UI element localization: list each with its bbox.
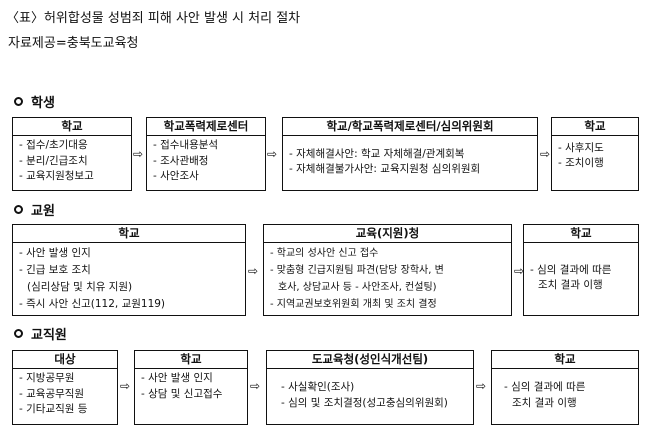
step-line: (심리상담 및 치유 지원) <box>27 281 133 293</box>
step-line: - 자체해결불가사안: 교육지원청 심의위원회 <box>289 163 481 175</box>
step-line: - 사안 발생 인지 <box>141 372 213 384</box>
step-box-staff-target: 대상 - 지방공무원 - 교육공무직원 - 기타교직원 등 <box>12 350 118 425</box>
step-line: - 접수내용분석 <box>153 139 219 151</box>
step-title: 학교 <box>13 118 131 136</box>
step-box-staff-school: 학교 - 사안 발생 인지 - 상담 및 신고접수 <box>134 350 248 425</box>
circle-bullet-icon <box>14 329 23 338</box>
step-line: - 자체해결사안: 학교 자체해결/관계회복 <box>289 147 465 160</box>
step-line: - 사실확인(조사) <box>281 381 355 393</box>
step-box-staff-provincial-office: 도교육청(성인식개선팀) - 사실확인(조사) - 심의 및 조치결정(성고충심… <box>266 350 474 425</box>
step-line: - 조사관배정 <box>153 154 209 167</box>
page-title: 〈표〉허위합성물 성범죄 피해 사안 발생 시 처리 절차 <box>6 11 301 26</box>
step-title: 대상 <box>13 351 117 369</box>
section-heading-teacher: 교원 <box>14 200 55 219</box>
step-box-teacher-followup: 학교 - 심의 결과에 따른 조치 결과 이행 <box>523 224 639 316</box>
step-title: 도교육청(성인식개선팀) <box>267 351 473 369</box>
step-line: - 조치이행 <box>558 157 604 169</box>
step-line: - 심의 결과에 따른 <box>530 263 612 276</box>
arrow-right-icon: ⇨ <box>248 264 259 278</box>
step-line: - 접수/초기대응 <box>19 139 88 151</box>
step-title: 학교 <box>13 225 245 243</box>
step-line: 조치 결과 이행 <box>512 396 577 409</box>
step-title: 학교폭력제로센터 <box>147 118 265 136</box>
step-line: - 분리/긴급조치 <box>19 154 88 167</box>
step-title: 교육(지원)청 <box>264 225 511 243</box>
arrow-right-icon: ⇨ <box>250 379 261 393</box>
step-line: - 교육지원청보고 <box>19 170 94 182</box>
step-line: 조치 결과 이행 <box>538 279 603 291</box>
section-heading-student: 학생 <box>14 92 55 111</box>
step-line: - 기타교직원 등 <box>19 403 88 415</box>
step-line: - 사안조사 <box>153 170 199 182</box>
section-heading-staff: 교직원 <box>14 324 67 343</box>
arrow-right-icon: ⇨ <box>476 379 487 393</box>
arrow-right-icon: ⇨ <box>120 379 131 393</box>
arrow-right-icon: ⇨ <box>133 147 144 161</box>
step-box-student-zero-center: 학교폭력제로센터 - 접수내용분석 - 조사관배정 - 사안조사 <box>146 117 266 191</box>
step-line: - 심의 및 조치결정(성고충심의위원회) <box>281 396 448 409</box>
step-box-student-followup: 학교 - 사후지도 - 조치이행 <box>551 117 639 191</box>
step-title: 학교 <box>524 225 638 243</box>
section-label: 교원 <box>31 204 55 219</box>
step-box-staff-followup: 학교 - 심의 결과에 따른 조치 결과 이행 <box>491 350 639 425</box>
circle-bullet-icon <box>14 205 23 214</box>
source-credit: 자료제공=충북도교육청 <box>8 36 139 51</box>
step-title: 학교 <box>492 351 638 369</box>
arrow-right-icon: ⇨ <box>267 147 278 161</box>
step-line: 호사, 상담교사 등 - 사안조사, 컨설팅) <box>278 282 437 293</box>
step-line: - 상담 및 신고접수 <box>141 387 223 400</box>
step-title: 학교/학교폭력제로센터/심의위원회 <box>283 118 537 136</box>
step-line: - 사후지도 <box>558 141 604 154</box>
step-line: - 지역교권보호위원회 개최 및 조치 결정 <box>270 299 437 310</box>
arrow-right-icon: ⇨ <box>514 264 525 278</box>
step-box-teacher-school: 학교 - 사안 발생 인지 - 긴급 보호 조치 (심리상담 및 치유 지원) … <box>12 224 246 316</box>
step-line: - 학교의 성사안 신고 접수 <box>270 248 379 259</box>
step-line: - 교육공무직원 <box>19 387 85 400</box>
circle-bullet-icon <box>14 97 23 106</box>
step-title: 학교 <box>135 351 247 369</box>
step-title: 학교 <box>552 118 638 136</box>
step-box-student-school: 학교 - 접수/초기대응 - 분리/긴급조치 - 교육지원청보고 <box>12 117 132 191</box>
step-line: - 맞춤형 긴급지원팀 파견(담당 장학사, 변 <box>270 265 444 276</box>
step-box-teacher-office: 교육(지원)청 - 학교의 성사안 신고 접수 - 맞춤형 긴급지원팀 파견(담… <box>263 224 512 316</box>
step-box-student-committee: 학교/학교폭력제로센터/심의위원회 - 자체해결사안: 학교 자체해결/관계회복… <box>282 117 538 191</box>
section-label: 학생 <box>31 96 55 111</box>
step-line: - 즉시 사안 신고(112, 교원119) <box>19 298 166 310</box>
arrow-right-icon: ⇨ <box>540 147 551 161</box>
step-line: - 사안 발생 인지 <box>19 247 91 259</box>
step-line: - 지방공무원 <box>19 372 75 384</box>
step-line: - 심의 결과에 따른 <box>504 381 586 393</box>
section-label: 교직원 <box>31 328 67 343</box>
step-line: - 긴급 보호 조치 <box>19 264 91 276</box>
